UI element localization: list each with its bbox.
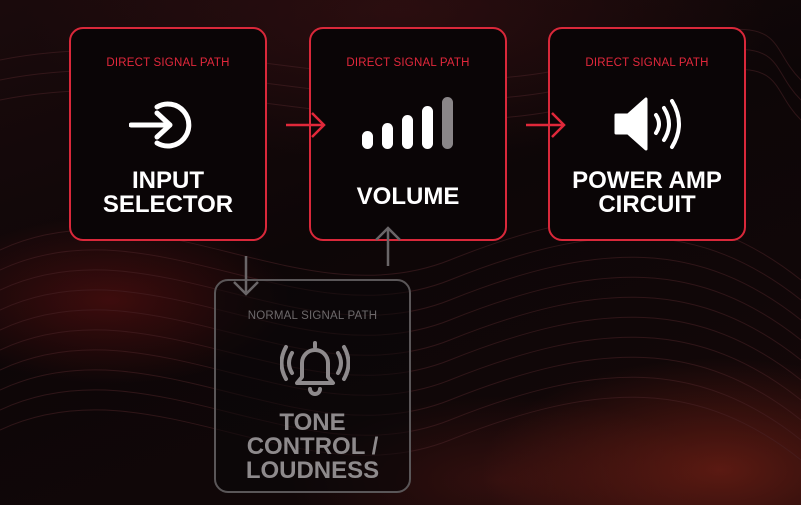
ringing-bell-icon [280,341,350,396]
path-label: DIRECT SIGNAL PATH [106,57,230,69]
tone-control-loudness-box: NORMAL SIGNAL PATH TONE CONTROL / LOUDNE… [214,279,411,493]
path-label: NORMAL SIGNAL PATH [247,310,378,322]
volume-box: DIRECT SIGNAL PATH VOLUME [309,27,507,241]
box-title: POWER AMP CIRCUIT [572,167,722,218]
input-selector-box: DIRECT SIGNAL PATH INPUT SELECTOR [69,27,267,241]
path-label: DIRECT SIGNAL PATH [346,57,470,69]
box-title: VOLUME [356,183,460,210]
box-title: INPUT SELECTOR [102,167,234,218]
box-title: TONE CONTROL / LOUDNESS [245,409,380,484]
input-arrow-circle-icon [129,101,192,149]
volume-bars-icon [362,97,453,149]
power-amp-circuit-box: DIRECT SIGNAL PATH POWER AMP CIRCUIT [548,27,746,241]
speaker-icon [614,97,681,151]
path-label: DIRECT SIGNAL PATH [585,57,709,69]
arrow-input-down-to-tone [233,256,259,296]
arrow-tone-up-to-volume [375,226,401,266]
arrow-input-to-volume [286,112,326,138]
arrow-volume-to-power-amp [526,112,566,138]
